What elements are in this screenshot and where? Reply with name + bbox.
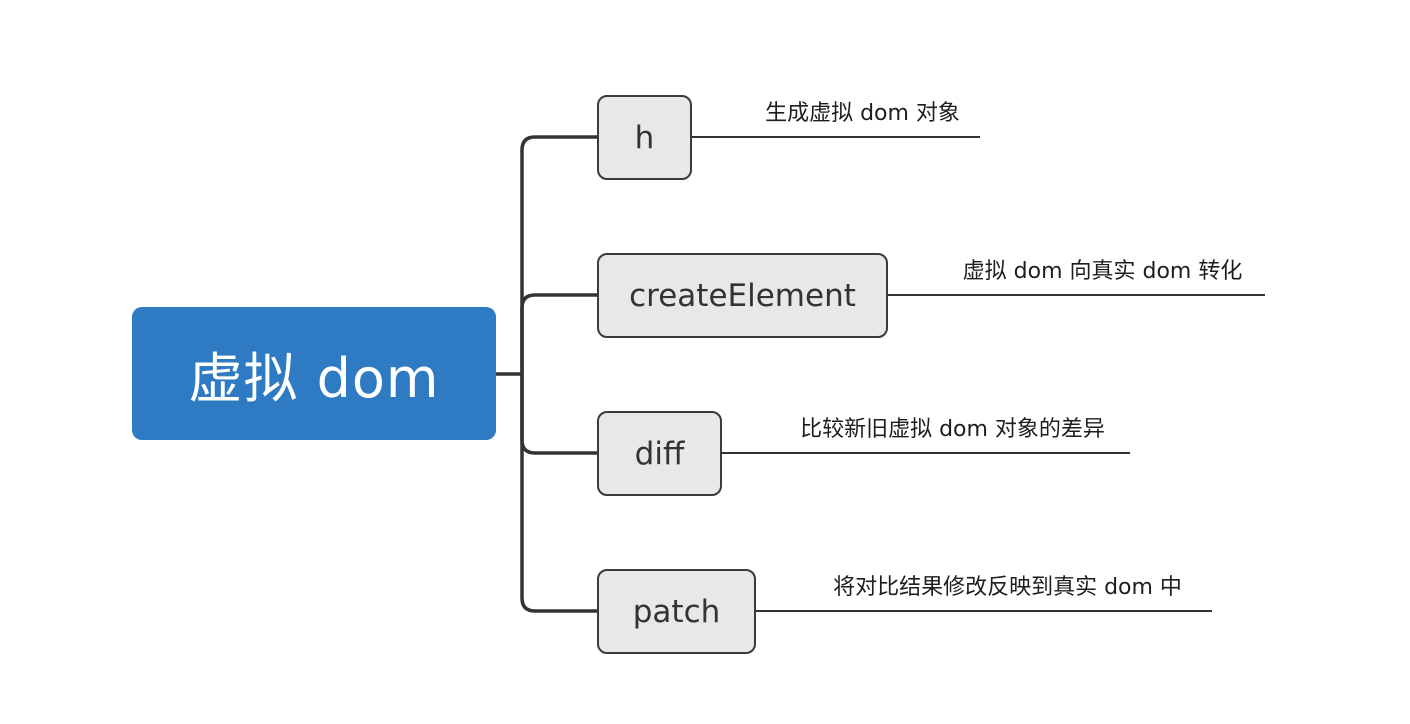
branch-connector-patch xyxy=(520,374,598,613)
branch-connector-h xyxy=(520,135,598,374)
topic-h[interactable]: h xyxy=(597,95,692,180)
topic-createElement[interactable]: createElement xyxy=(597,253,888,338)
topic-diff-label: diff xyxy=(634,435,685,472)
note-patch-text: 将对比结果修改反映到真实 dom 中 xyxy=(833,575,1182,600)
branch-connector-diff xyxy=(520,374,598,455)
note-h: 生成虚拟 dom 对象 xyxy=(735,96,990,126)
topic-diff[interactable]: diff xyxy=(597,411,722,496)
note-createElement: 虚拟 dom 向真实 dom 转化 xyxy=(930,254,1275,284)
topic-patch[interactable]: patch xyxy=(597,569,756,654)
branch-connector-createElement xyxy=(520,293,598,374)
topic-createElement-label: createElement xyxy=(629,277,856,314)
note-diff: 比较新旧虚拟 dom 对象的差异 xyxy=(765,412,1140,442)
root-topic[interactable]: 虚拟 dom xyxy=(132,307,496,440)
topic-patch-label: patch xyxy=(632,593,721,630)
root-topic-label: 虚拟 dom xyxy=(188,347,440,410)
note-h-text: 生成虚拟 dom 对象 xyxy=(765,101,960,126)
note-patch: 将对比结果修改反映到真实 dom 中 xyxy=(795,570,1220,600)
topic-h-label: h xyxy=(634,119,655,156)
note-diff-text: 比较新旧虚拟 dom 对象的差异 xyxy=(800,417,1105,442)
note-createElement-text: 虚拟 dom 向真实 dom 转化 xyxy=(962,259,1243,284)
